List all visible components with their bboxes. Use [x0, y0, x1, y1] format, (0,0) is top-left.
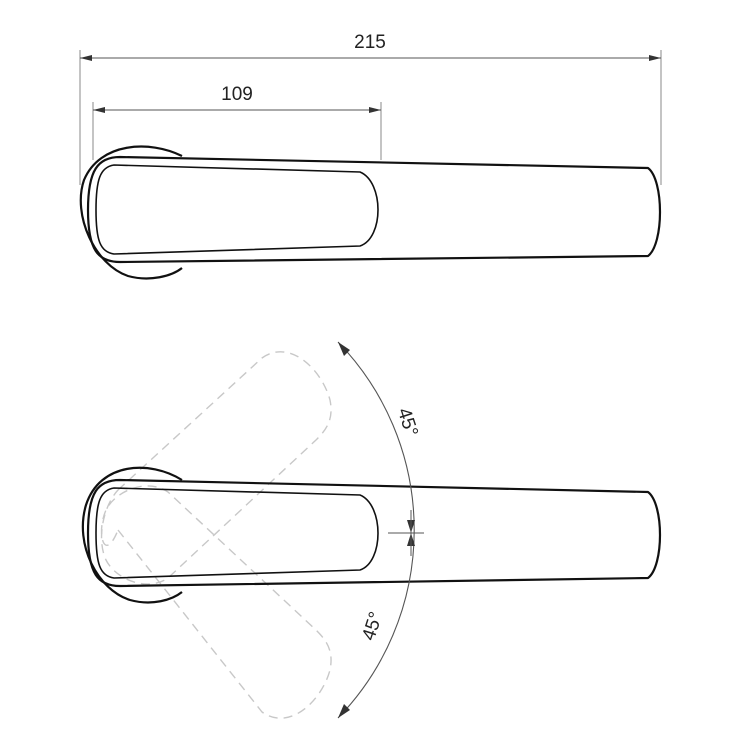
top-handle-view: 215 109	[79, 32, 662, 280]
rosette-outline-bottom	[81, 466, 183, 604]
ghost-lever-up	[100, 351, 332, 585]
dimension-overall: 215	[80, 32, 661, 61]
rosette-outline	[79, 145, 183, 280]
grip-contour	[95, 164, 379, 255]
ghost-lever-down	[100, 485, 332, 719]
rotation-arc	[337, 341, 415, 719]
grip-contour-bottom	[95, 487, 379, 579]
lever-outline-bottom	[86, 478, 662, 588]
bottom-rotation-view: 45° 45°	[81, 341, 662, 719]
arc-arrow-top	[338, 342, 350, 356]
angle-label-down: 45°	[358, 609, 387, 643]
arc-arrow-bottom	[338, 704, 350, 718]
dimension-grip: 109	[93, 84, 381, 113]
dimension-overall-label: 215	[354, 32, 386, 53]
lever-outline	[86, 155, 662, 264]
dimension-grip-label: 109	[221, 84, 253, 105]
